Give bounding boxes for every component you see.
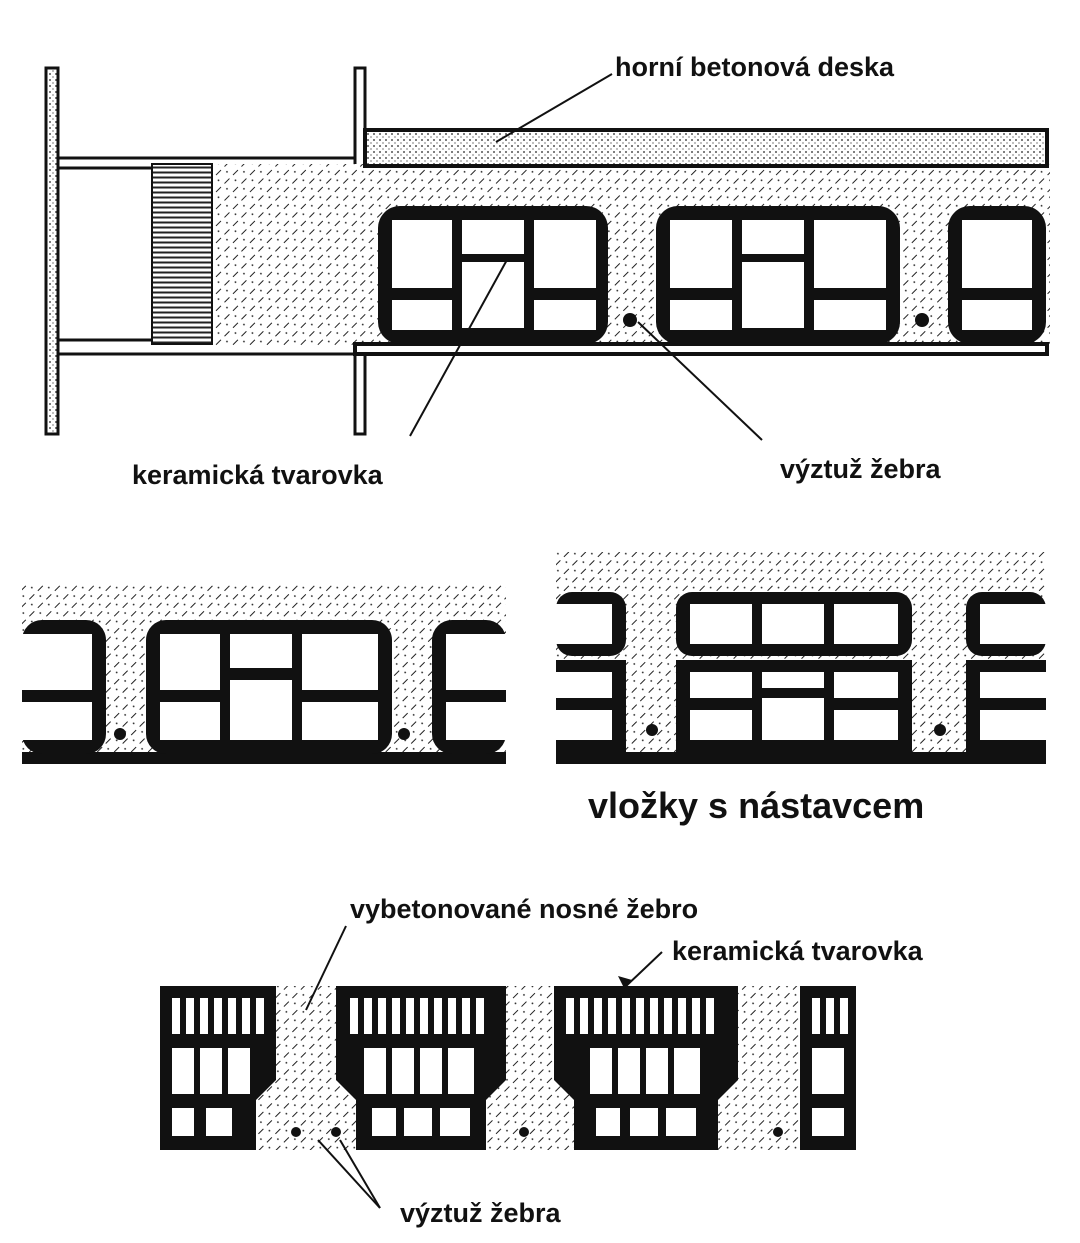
figure-middle-right: vložky s nástavcem [556,552,1046,826]
figure-middle-left [22,584,506,764]
figure-top-section: horní betonová deska keramická tvarovka … [44,52,1050,490]
rebar-top-1 [623,313,637,327]
label-cast-rib: vybetonované nosné žebro [350,894,698,924]
label-rib-reinforcement-2: výztuž žebra [400,1198,562,1228]
label-ceramic-block-1: keramická tvarovka [132,460,384,490]
ceramic-edge-block [151,163,213,345]
ceramic-block-top-2 [656,206,900,344]
ceramic-block-top-1 [378,206,608,344]
figure-bottom: vybetonované nosné žebro keramická tvaro… [160,894,924,1228]
wall-left-outer [44,66,60,436]
ceramic-block-top-3 [948,206,1046,344]
label-inserts-caption: vložky s nástavcem [588,785,924,826]
top-concrete-slab [363,128,1049,168]
label-top-slab: horní betonová deska [615,52,895,82]
label-ceramic-block-2: keramická tvarovka [672,936,924,966]
label-rib-reinforcement-1: výztuž žebra [780,454,942,484]
rebar-top-2 [915,313,929,327]
